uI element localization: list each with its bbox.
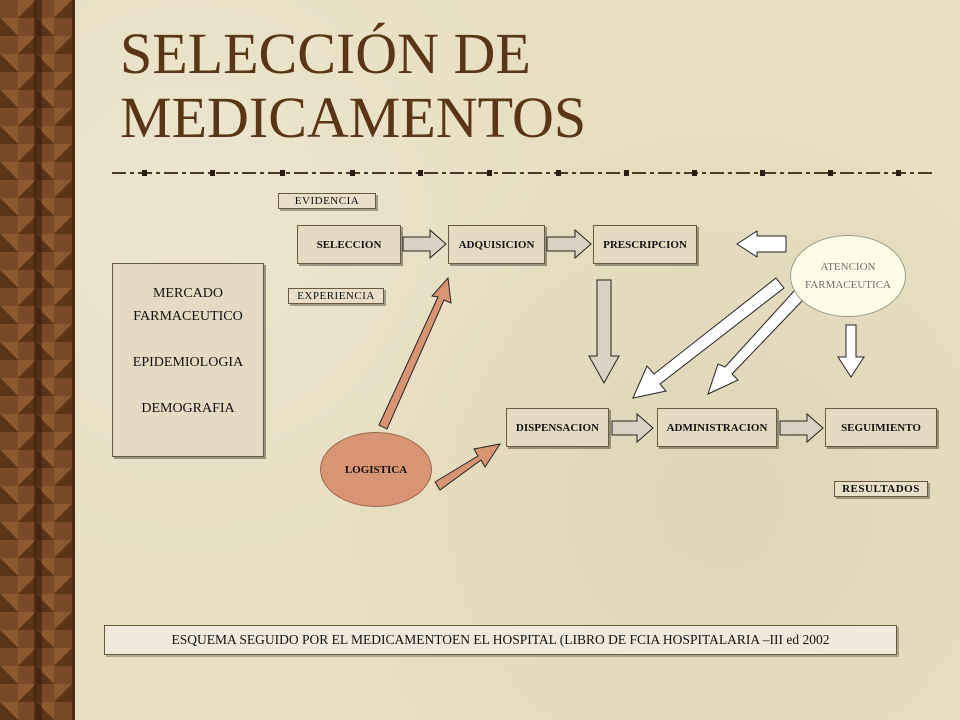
atencion-line2: FARMACEUTICA — [805, 279, 891, 291]
side-band-edge — [72, 0, 75, 720]
step-prescripcion: PRESCRIPCION — [593, 225, 697, 264]
source-caption: ESQUEMA SEGUIDO POR EL MEDICAMENTOEN EL … — [104, 625, 897, 655]
factor-mercado: MERCADO — [152, 286, 223, 301]
arrow-logistica-to-dispensacion — [434, 443, 502, 491]
tag-evidencia: EVIDENCIA — [278, 193, 376, 209]
spacer — [113, 328, 263, 351]
arrow-atencion-to-dispensacion — [632, 277, 785, 399]
title-divider — [112, 170, 932, 176]
step-adquisicion: ADQUISICION — [448, 225, 545, 264]
logistica-oval: LOGISTICA — [320, 432, 432, 507]
slide-title: SELECCIÓN DE MEDICAMENTOS — [120, 21, 587, 150]
arrow-administracion-to-seguimiento — [779, 412, 824, 444]
arrow-atencion-to-administracion — [707, 289, 804, 395]
factor-epidemiologia: EPIDEMIOLOGIA — [132, 355, 244, 370]
tag-resultados: RESULTADOS — [834, 481, 928, 497]
arrow-logistica-to-adquisicion — [378, 276, 452, 430]
step-administracion: ADMINISTRACION — [657, 408, 777, 447]
decorative-side-band — [0, 0, 72, 720]
step-seleccion: SELECCION — [297, 225, 401, 264]
step-seguimiento: SEGUIMIENTO — [825, 408, 937, 447]
factor-demografia: DEMOGRAFIA — [141, 401, 235, 416]
arrow-atencion-to-prescripcion — [736, 230, 787, 258]
arrow-seleccion-to-adquisicion — [402, 228, 447, 260]
arrow-prescripcion-down — [588, 279, 620, 385]
context-factors-box: MERCADO FARMACEUTICO EPIDEMIOLOGIA DEMOG… — [112, 263, 264, 457]
atencion-farmaceutica-oval: ATENCION FARMACEUTICA — [790, 235, 906, 317]
step-dispensacion: DISPENSACION — [506, 408, 609, 447]
arrow-adquisicion-to-prescripcion — [546, 228, 592, 260]
arrow-dispensacion-to-administracion — [611, 412, 654, 444]
factor-farmaceutico: FARMACEUTICO — [133, 309, 243, 324]
atencion-line1: ATENCION — [820, 261, 876, 273]
arrow-atencion-to-seguimiento — [837, 324, 865, 378]
spacer — [113, 374, 263, 397]
tag-experiencia: EXPERIENCIA — [288, 288, 384, 304]
